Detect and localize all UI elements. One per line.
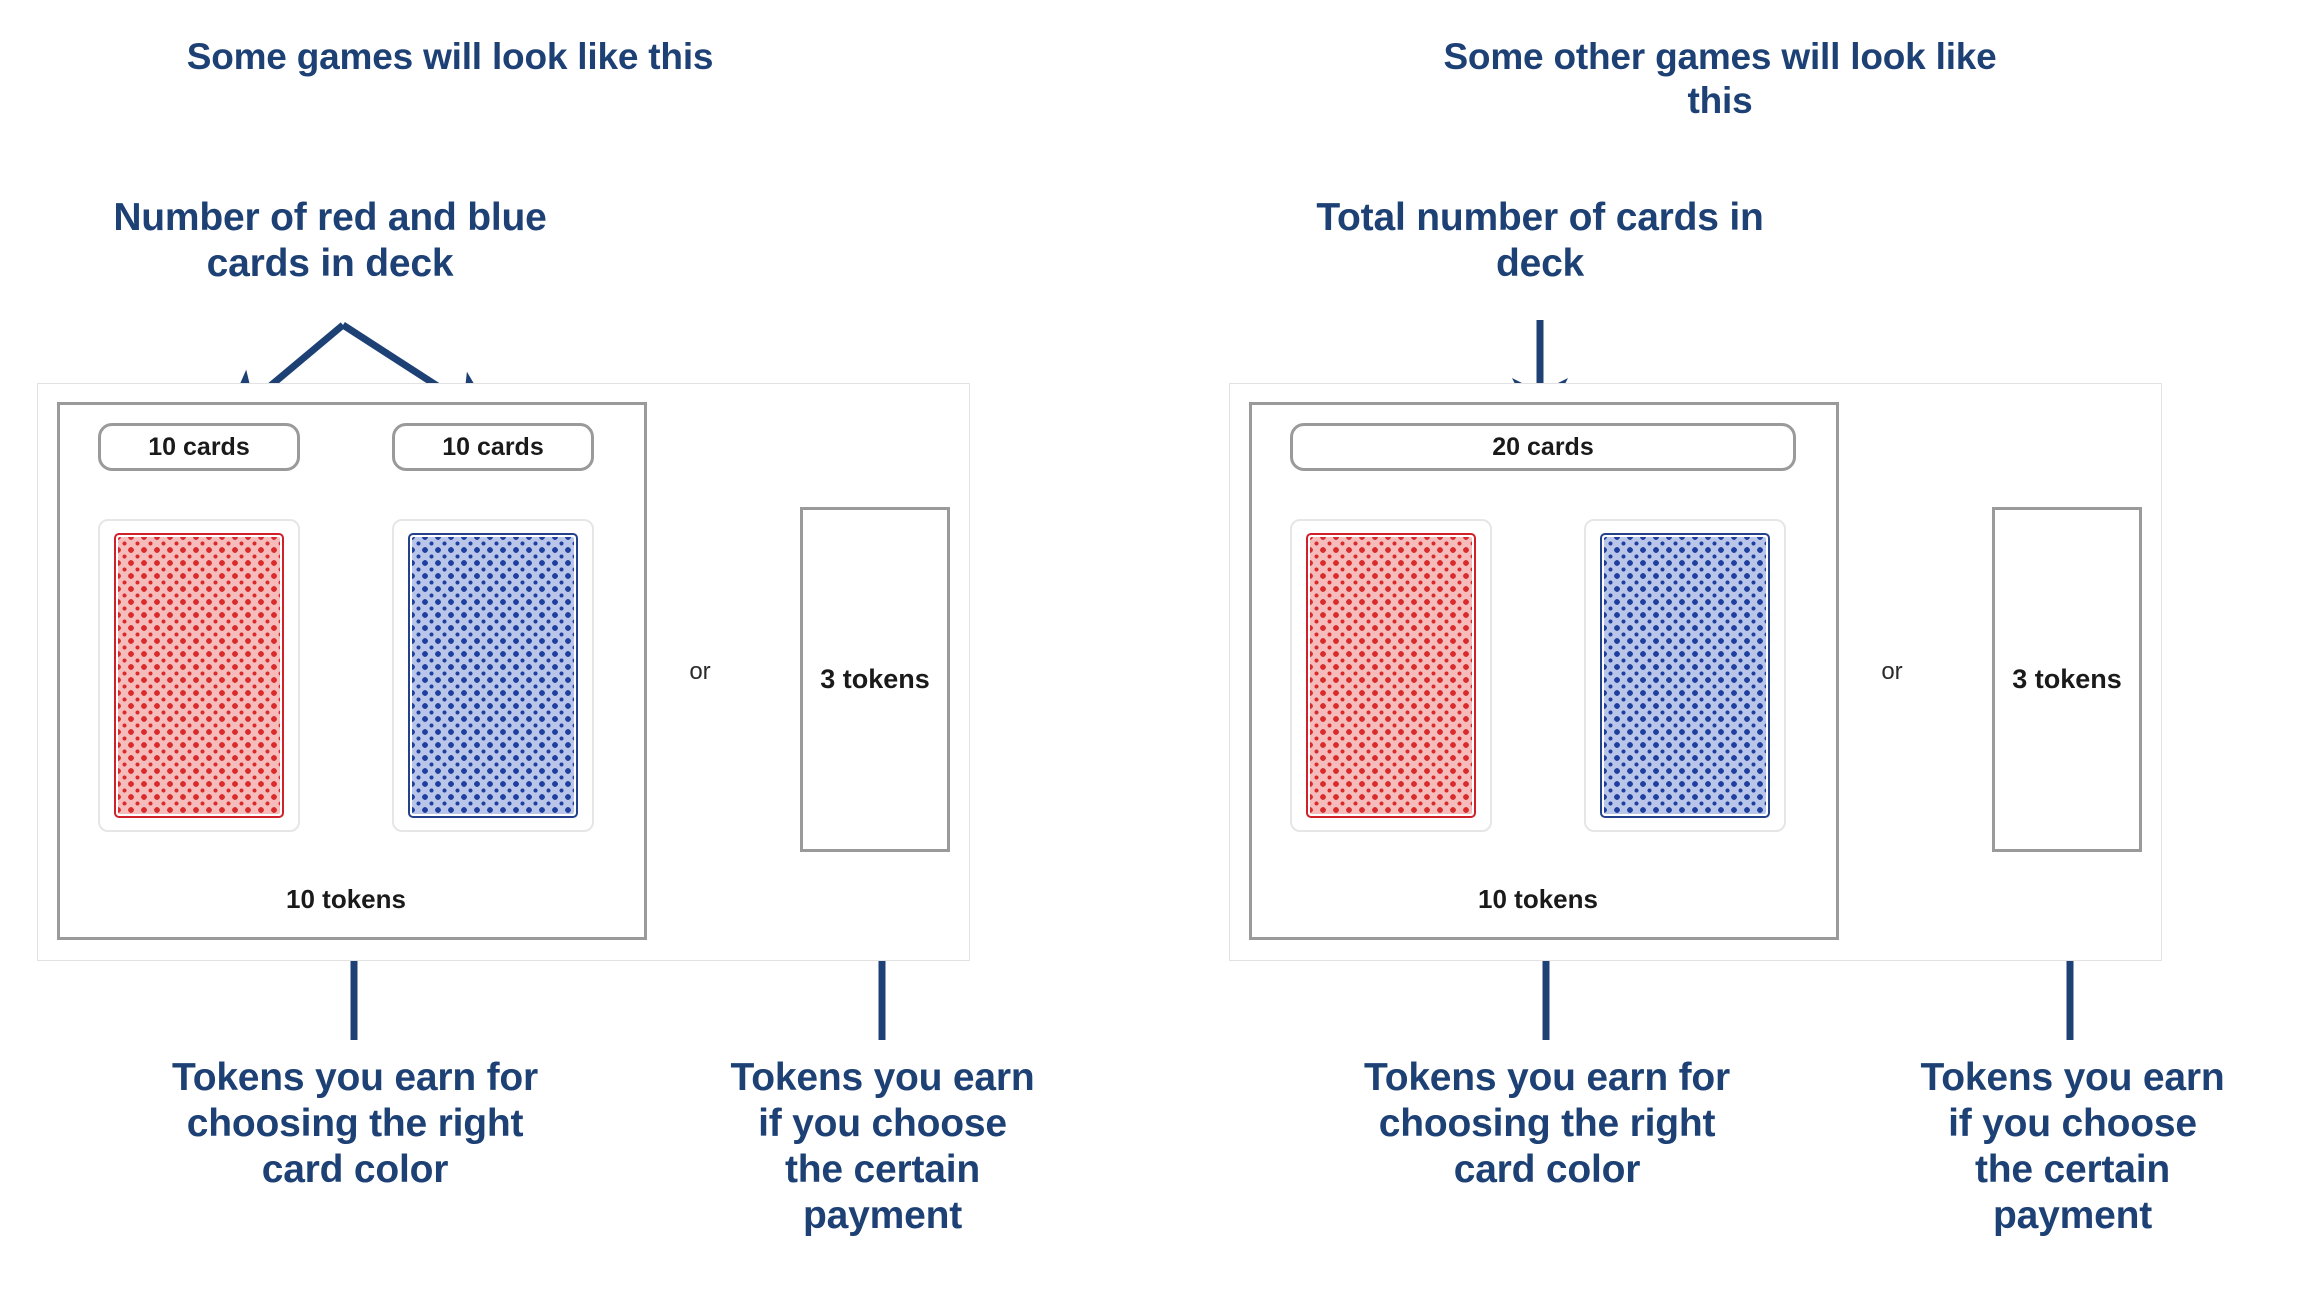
left-certain-payment-label: 3 tokens	[820, 664, 930, 694]
left-card-blue-pattern	[411, 537, 575, 814]
right-footnote-certain-line-4: payment	[1993, 1194, 2152, 1238]
right-pill-total-label: 20 cards	[1492, 432, 1594, 461]
left-or-label: or	[689, 658, 711, 685]
right-card-red-pattern	[1309, 537, 1473, 814]
right-card-back-blue	[1599, 533, 1771, 818]
right-footnote-certain-line-1: Tokens you earn	[1920, 1056, 2225, 1099]
left-footnote-certain-line-2: if you choose	[758, 1102, 1007, 1146]
left-certain-payment-box[interactable]: 3 tokens	[800, 507, 950, 852]
left-card-back-red	[113, 533, 285, 818]
left-payoff-label: 10 tokens	[286, 884, 406, 914]
right-certain-payment-label: 3 tokens	[2012, 664, 2122, 694]
left-footnote-certain: Tokens you earn if you choose the certai…	[650, 1055, 1115, 1239]
left-callout-line-2: cards in deck	[206, 242, 454, 286]
left-card-slot-red[interactable]	[98, 519, 300, 832]
left-footnote-certain-line-1: Tokens you earn	[730, 1056, 1035, 1099]
left-footnote-payoff-line-3: card color	[261, 1148, 449, 1192]
right-footnote-payoff-line-3: card color	[1453, 1148, 1641, 1192]
left-footnote-payoff-line-2: choosing the right	[186, 1102, 524, 1146]
right-card-back-red	[1305, 533, 1477, 818]
left-footnote-payoff-line-1: Tokens you earn for	[171, 1056, 539, 1099]
right-panel-title-line-1: Some other games will look like	[1443, 36, 1997, 77]
right-footnote-payoff: Tokens you earn for choosing the right c…	[1302, 1055, 1792, 1193]
right-pill-total-count[interactable]: 20 cards	[1290, 423, 1796, 471]
right-or-label: or	[1881, 658, 1903, 685]
right-card-slot-red[interactable]	[1290, 519, 1492, 832]
left-pill-red-label: 10 cards	[148, 432, 250, 461]
left-panel-callout: Number of red and blue cards in deck	[40, 195, 620, 287]
left-pill-red-count[interactable]: 10 cards	[98, 423, 300, 471]
right-footnote-certain-line-2: if you choose	[1948, 1102, 2197, 1146]
left-callout-line-1: Number of red and blue	[113, 196, 547, 239]
right-panel-title-line-2: this	[1687, 79, 1753, 121]
right-card-blue-pattern	[1603, 537, 1767, 814]
right-callout-line-1: Total number of cards in	[1316, 196, 1764, 239]
right-footnote-payoff-line-2: choosing the right	[1378, 1102, 1716, 1146]
right-footnote-certain-line-3: the certain	[1974, 1148, 2171, 1192]
right-callout-line-2: deck	[1495, 242, 1585, 286]
right-footnote-certain: Tokens you earn if you choose the certai…	[1840, 1055, 2305, 1239]
left-footnote-certain-line-4: payment	[803, 1194, 962, 1238]
left-card-back-blue	[407, 533, 579, 818]
left-footnote-certain-line-3: the certain	[784, 1148, 981, 1192]
right-card-slot-blue[interactable]	[1584, 519, 1786, 832]
right-panel-callout: Total number of cards in deck	[1220, 195, 1860, 287]
left-footnote-payoff: Tokens you earn for choosing the right c…	[110, 1055, 600, 1193]
left-pill-blue-count[interactable]: 10 cards	[392, 423, 594, 471]
left-pill-blue-label: 10 cards	[442, 432, 544, 461]
left-card-slot-blue[interactable]	[392, 519, 594, 832]
right-payoff-label: 10 tokens	[1478, 884, 1598, 914]
left-panel-title: Some games will look like this	[186, 36, 714, 77]
right-panel-title: Some other games will look like this	[1320, 35, 2120, 122]
right-certain-payment-box[interactable]: 3 tokens	[1992, 507, 2142, 852]
right-footnote-payoff-line-1: Tokens you earn for	[1363, 1056, 1731, 1099]
left-card-red-pattern	[117, 537, 281, 814]
